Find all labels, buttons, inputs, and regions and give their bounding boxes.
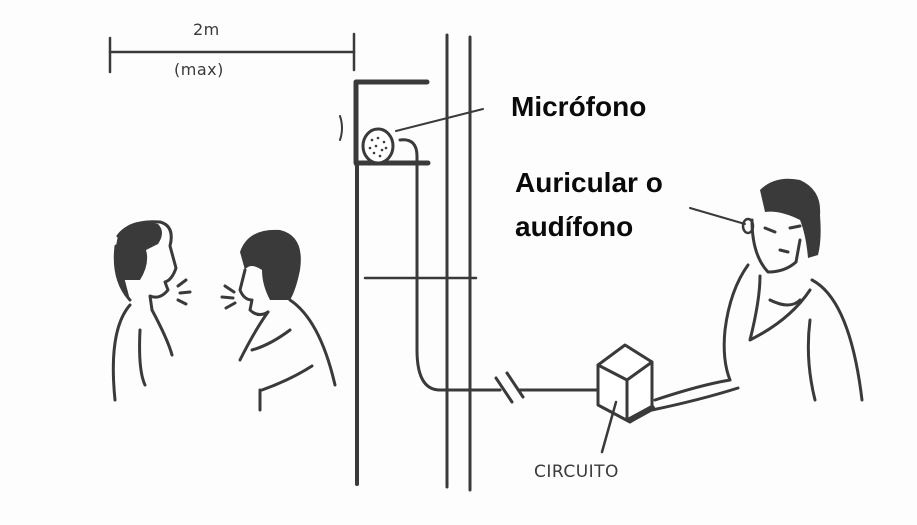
listener [650,178,864,412]
wall-edge-mark [339,115,343,141]
cable [415,348,602,404]
microphone-stand [354,138,419,352]
dimension-note: (max) [174,60,224,79]
speaker-right [220,229,337,412]
label-microphone: Micrófono [511,91,647,122]
earphone-leader-line [689,207,746,225]
label-earphone-line2: audífono [515,211,634,242]
dimension-value: 2m [193,20,220,39]
microphone-icon [361,127,395,165]
microphone-bracket [353,79,431,166]
circuit-box-icon [596,343,655,424]
label-circuit: CIRCUITO [534,462,619,482]
circuit-leader-line [600,400,618,454]
speaker-left [111,220,192,402]
dimension-line [108,32,356,74]
label-earphone-line1: Auricular o [515,167,663,198]
microphone-leader-line [395,108,484,132]
